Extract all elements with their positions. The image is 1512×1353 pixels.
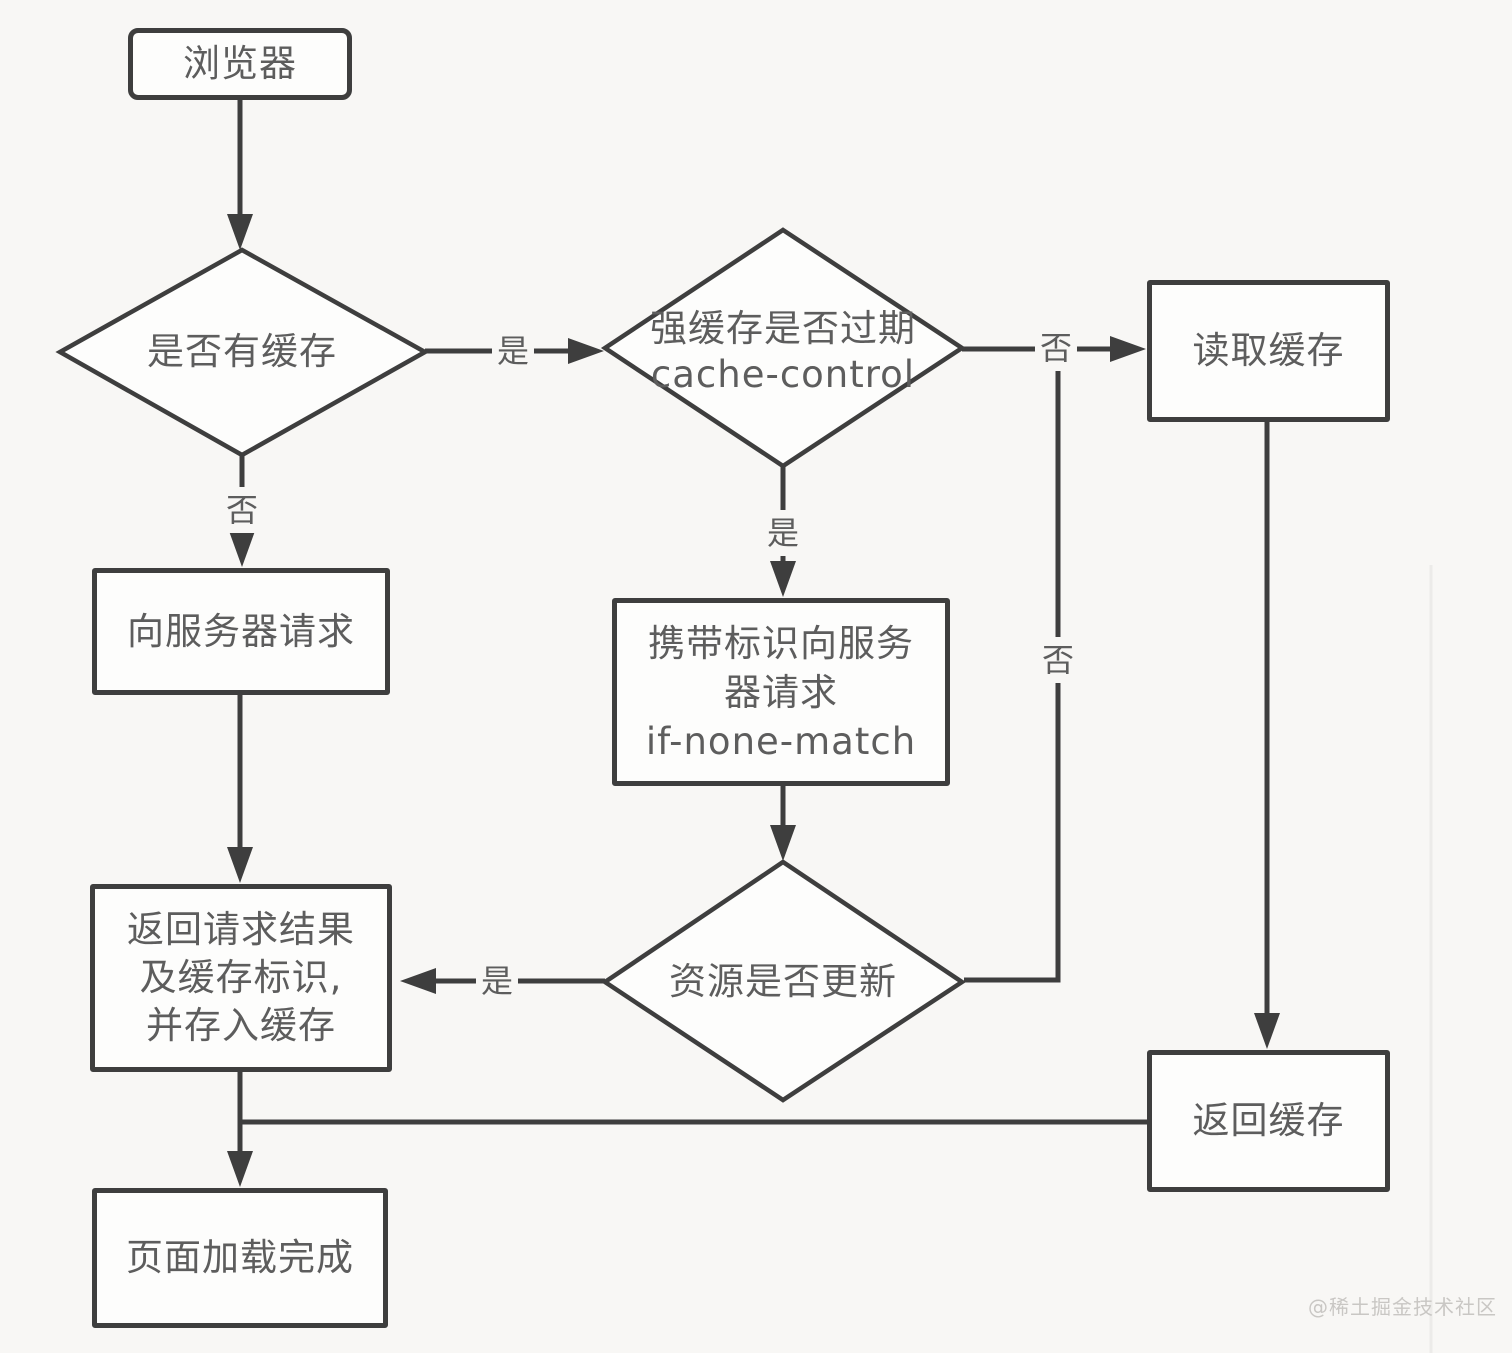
node-page-loaded: 页面加载完成 [92,1188,388,1328]
node-return-result-line1: 返回请求结果 [127,908,355,951]
edge-label-strong-cache-yes: 是 [761,510,805,556]
diamond-strong-cache-expired [600,227,967,469]
edge-label-has-cache-no: 否 [220,487,264,533]
arrowhead-right-icon [568,338,604,364]
node-page-loaded-label: 页面加载完成 [126,1236,354,1279]
arrowhead-down-icon [227,1151,253,1187]
node-return-result: 返回请求结果 及缓存标识, 并存入缓存 [90,884,392,1072]
node-request-with-id-line3: if-none-match [645,719,917,763]
diamond-strong-cache-line1: 强缓存是否过期 [650,307,916,350]
node-browser: 浏览器 [128,28,352,100]
node-request-with-id-line2: 器请求 [724,670,838,714]
node-request-server: 向服务器请求 [92,568,390,695]
connector-resource-updated-yes [400,968,605,994]
arrowhead-left-icon [400,968,436,994]
node-read-cache: 读取缓存 [1147,280,1390,422]
connector-no-branch-to-resource-diamond [964,352,1061,983]
watermark-text: @稀土掘金技术社区 [1308,1295,1497,1319]
arrowhead-down-icon [227,847,253,883]
diamond-has-cache-label: 是否有缓存 [92,330,392,374]
node-request-with-id: 携带标识向服务 器请求 if-none-match [612,598,950,786]
arrowhead-down-icon [227,214,253,250]
arrowhead-down-icon [229,531,255,567]
arrowhead-down-icon [770,561,796,597]
node-return-cache-label: 返回缓存 [1192,1099,1345,1142]
diamond-resource-updated [600,859,967,1103]
node-read-cache-label: 读取缓存 [1192,329,1345,372]
edge-label-resource-updated-yes: 是 [475,958,519,1004]
connector-request-with-id-to-resource [770,786,796,861]
arrowhead-down-icon [770,825,796,861]
arrowhead-right-icon [1110,336,1146,362]
node-browser-label: 浏览器 [183,42,297,85]
node-return-result-line3: 并存入缓存 [146,1004,336,1047]
diamond-resource-updated-text: 资源是否更新 [669,960,897,1003]
diamond-has-cache-text: 是否有缓存 [147,330,337,373]
edge-label-has-cache-yes: 是 [491,328,535,374]
connector-read-cache-to-return-cache [1254,422,1280,1049]
connector-request-server-to-return-result [227,695,253,883]
diamond-has-cache [55,247,430,458]
node-request-with-id-line1: 携带标识向服务 [648,621,914,665]
diamond-resource-updated-label: 资源是否更新 [633,960,933,1004]
node-return-result-line2: 及缓存标识, [139,956,343,999]
arrowhead-down-icon [1254,1013,1280,1049]
edge-label-resource-not-updated-no: 否 [1036,637,1080,683]
diamond-strong-cache-label: 强缓存是否过期 cache-control [593,306,973,398]
node-return-cache: 返回缓存 [1147,1050,1390,1192]
connector-return-result-to-page-loaded [227,1072,253,1187]
connector-browser-to-has-cache [227,100,253,250]
edge-label-strong-cache-no: 否 [1034,325,1078,371]
node-request-server-label: 向服务器请求 [127,609,355,653]
diamond-strong-cache-line2: cache-control [650,353,916,396]
